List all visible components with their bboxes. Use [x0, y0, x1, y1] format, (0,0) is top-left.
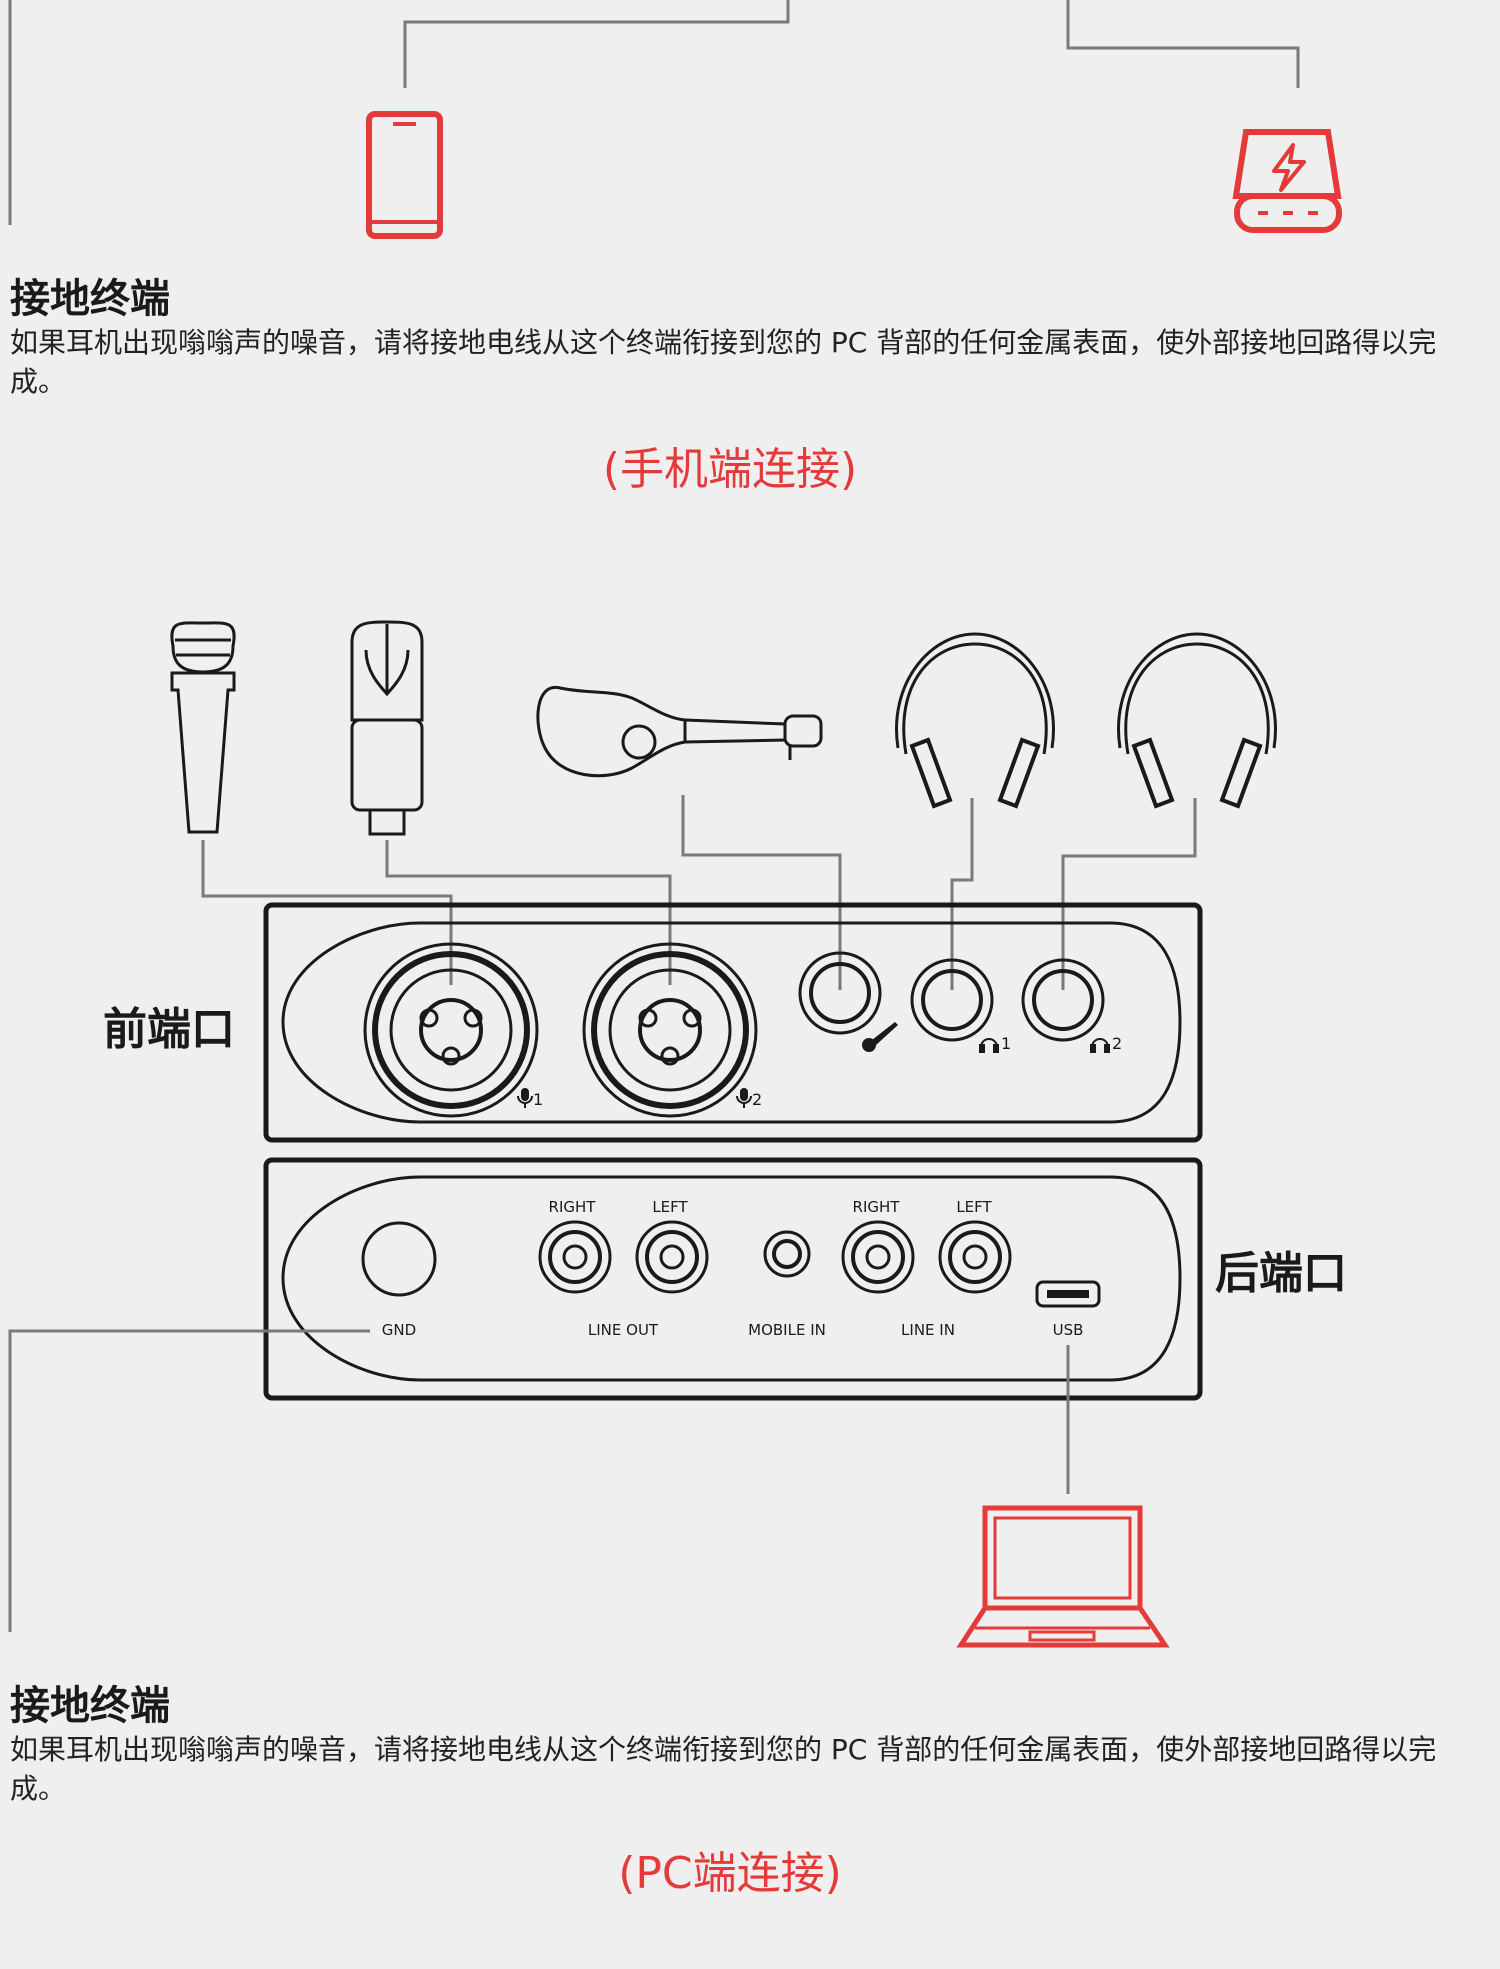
guitar-small-icon	[862, 1022, 898, 1052]
mic-icon	[517, 1088, 533, 1108]
instrument-jack	[798, 951, 882, 1035]
laptop-icon	[956, 1505, 1170, 1648]
mic-icon	[736, 1088, 752, 1108]
mic-2-label: 2	[752, 1090, 762, 1109]
guitar-icon	[536, 686, 823, 778]
gnd-terminal	[361, 1221, 437, 1297]
headphones-icon	[1117, 632, 1277, 809]
line-out-label: LINE OUT	[588, 1321, 659, 1339]
headphone-2-label: 2	[1112, 1034, 1122, 1053]
mic-combo-jack-1	[363, 942, 539, 1118]
ground-terminal-title: 接地终端	[10, 1683, 170, 1729]
rear-port-title: 后端口	[1215, 1248, 1347, 1299]
mobile-connection-caption: (手机端连接)	[602, 444, 858, 495]
gnd-label: GND	[382, 1321, 416, 1339]
mobile-connector-lines	[8, 0, 1300, 225]
mic-combo-jack-2	[582, 942, 758, 1118]
headphone-small-icon	[979, 1038, 999, 1053]
front-port-title: 前端口	[103, 1004, 235, 1055]
right-label: RIGHT	[853, 1198, 901, 1216]
headphone-small-icon	[1090, 1038, 1110, 1053]
ground-terminal-description: 如果耳机出现嗡嗡声的噪音，请将接地电线从这个终端衔接到您的 PC 背部的任何金属…	[10, 326, 1437, 398]
line-in-left-jack	[938, 1220, 1012, 1294]
usb-label: USB	[1053, 1321, 1084, 1339]
left-label: LEFT	[956, 1198, 992, 1216]
mic-1-label: 1	[533, 1090, 543, 1109]
line-out-left-jack	[635, 1220, 709, 1294]
ground-terminal-title: 接地终端	[10, 276, 170, 322]
headphone-jack-1	[910, 958, 994, 1042]
mobile-in-label: MOBILE IN	[748, 1321, 826, 1339]
left-label: LEFT	[652, 1198, 688, 1216]
mobile-in-jack	[763, 1230, 811, 1278]
headphone-1-label: 1	[1001, 1034, 1011, 1053]
ground-terminal-description: 如果耳机出现嗡嗡声的噪音，请将接地电线从这个终端衔接到您的 PC 背部的任何金属…	[10, 1733, 1437, 1805]
condenser-mic-icon	[350, 620, 424, 836]
rear-panel: GND RIGHT LEFT RIGHT LEFT LINE OUT MOBIL…	[263, 1157, 1203, 1401]
power-bank-icon	[1232, 129, 1342, 233]
line-out-right-jack	[538, 1220, 612, 1294]
rear-connector-lines	[8, 1329, 1070, 1632]
handheld-mic-icon	[170, 621, 236, 834]
headphone-jack-2	[1021, 958, 1105, 1042]
phone-icon	[366, 111, 443, 239]
line-in-right-jack	[841, 1220, 915, 1294]
front-connector-lines	[201, 795, 1197, 990]
headphones-icon	[895, 632, 1055, 809]
right-label: RIGHT	[549, 1198, 597, 1216]
line-in-label: LINE IN	[901, 1321, 955, 1339]
front-panel: 1 2 1	[263, 902, 1203, 1143]
usb-port	[1035, 1280, 1101, 1308]
pc-connection-caption: (PC端连接)	[618, 1848, 842, 1899]
